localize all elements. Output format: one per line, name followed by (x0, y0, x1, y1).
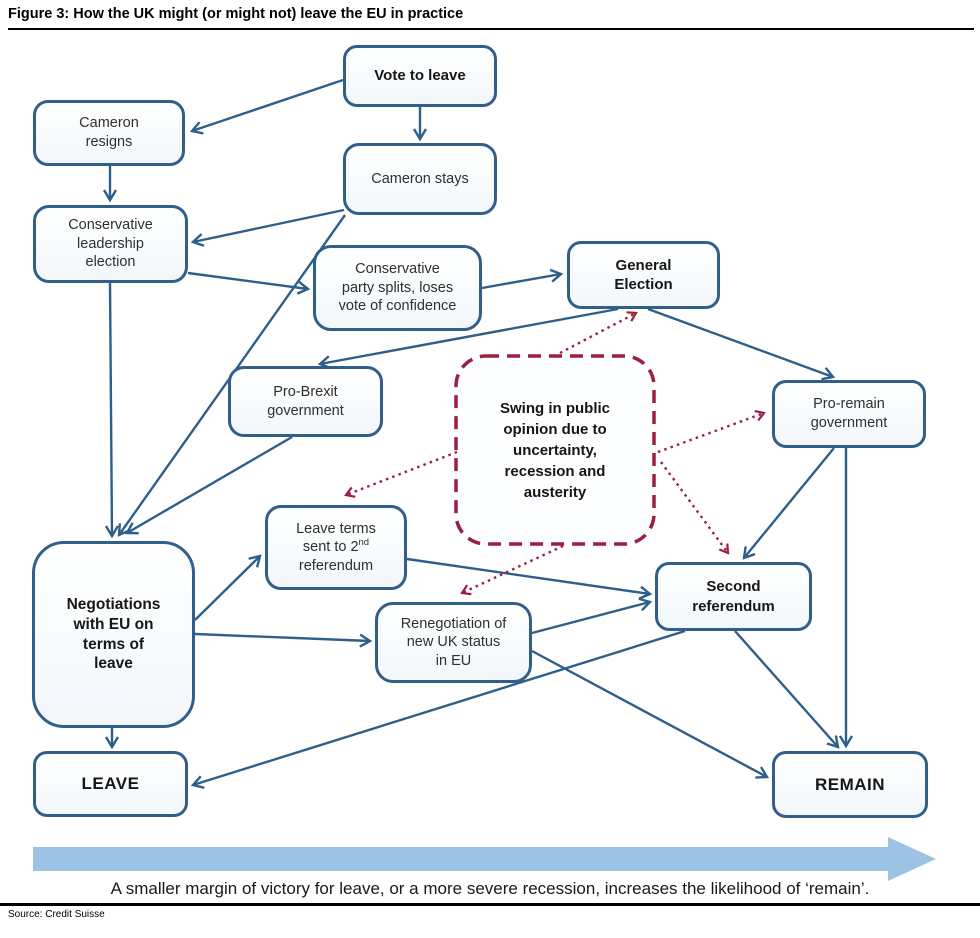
node-second-referendum: Second referendum (655, 562, 812, 631)
node-party-splits: Conservative party splits, loses vote of… (313, 245, 482, 331)
node-pro-brexit-government: Pro-Brexit government (228, 366, 383, 437)
arrow-renegotiation-to-remain (531, 649, 770, 779)
arrow-pro-remain-to-second-referendum (742, 447, 835, 560)
node-swing-public-opinion: Swing in public opinion due to uncertain… (460, 360, 650, 540)
figure-title: Figure 3: How the UK might (or might not… (8, 6, 464, 22)
node-vote-to-leave: Vote to leave (343, 45, 497, 107)
arrow-leadership-to-negotiations (104, 282, 119, 539)
arrow-general-election-to-pro-remain (647, 307, 836, 381)
node-leave-outcome: LEAVE (33, 751, 188, 817)
source-label: Source: Credit Suisse (8, 909, 105, 920)
arrow-leadership-to-splits (187, 271, 311, 295)
likelihood-gradient-arrow (33, 837, 936, 881)
dotted-arrow-swing-to-second-referendum (660, 461, 730, 555)
node-swing-label: Swing in public opinion due to uncertain… (500, 399, 610, 501)
node-party-splits-label: Conservative party splits, loses vote of… (338, 261, 457, 315)
title-underline (8, 28, 974, 30)
node-cameron-resigns: Cameron resigns (33, 100, 185, 166)
arrow-negotiations-to-leave-terms (194, 554, 262, 621)
node-pro-remain-government: Pro-remain government (772, 380, 926, 448)
leave-terms-text: Leave terms sent to 2 (296, 520, 376, 556)
node-cameron-stays: Cameron stays (343, 143, 497, 215)
dotted-arrow-swing-to-general-election (559, 311, 638, 355)
node-cameron-resigns-label: Cameron resigns (79, 115, 139, 150)
node-pro-brexit-label: Pro-Brexit government (267, 383, 344, 419)
node-conservative-leadership-label: Conservative leadership election (68, 217, 153, 271)
node-cameron-stays-label: Cameron stays (371, 170, 469, 187)
node-conservative-leadership-election: Conservative leadership election (33, 205, 188, 283)
dotted-arrow-swing-to-pro-remain (657, 409, 766, 454)
node-vote-to-leave-label: Vote to leave (374, 67, 466, 85)
arrow-splits-to-general-election (481, 268, 564, 290)
arrow-pro-brexit-to-negotiations (124, 435, 293, 535)
arrow-vote-to-cameron-resigns (189, 78, 344, 135)
arrow-leave-terms-to-second-referendum (406, 557, 653, 600)
node-leave-terms-referendum: Leave terms sent to 2nd referendum (265, 505, 407, 590)
arrow-negotiations-to-renegotiation (194, 632, 373, 648)
node-pro-remain-label: Pro-remain government (810, 396, 888, 431)
arrow-second-referendum-to-leave (190, 629, 686, 789)
dotted-arrow-swing-to-leave-terms (344, 450, 458, 498)
caption: A smaller margin of victory for leave, o… (110, 879, 870, 898)
arrow-general-election-to-pro-brexit (317, 307, 619, 370)
arrow-renegotiation-to-second-referendum (531, 597, 653, 635)
source-divider (0, 903, 980, 906)
node-remain-label: REMAIN (814, 774, 886, 794)
node-general-election-label: General Election (614, 256, 673, 293)
node-renegotiation-label: Renegotiation of new UK status in EU (400, 615, 507, 669)
arrow-second-referendum-to-remain (734, 630, 840, 749)
node-negotiations: Negotiations with EU on terms of leave (32, 541, 195, 728)
node-general-election: General Election (567, 241, 720, 309)
node-second-referendum-label: Second referendum (692, 578, 775, 615)
swing-box-outline (454, 354, 656, 546)
node-renegotiation: Renegotiation of new UK status in EU (375, 602, 532, 683)
leave-terms-text-2: referendum (298, 557, 374, 574)
node-remain-outcome: REMAIN (772, 751, 928, 818)
node-negotiations-label: Negotiations with EU on terms of leave (66, 595, 161, 673)
arrow-stays-to-leadership (190, 208, 345, 247)
node-leave-label: LEAVE (81, 774, 140, 794)
node-leave-terms-label: Leave terms sent to 2nd referendum (296, 520, 376, 576)
dotted-arrow-swing-to-renegotiation (460, 544, 564, 596)
leave-terms-superscript: nd (358, 537, 370, 549)
